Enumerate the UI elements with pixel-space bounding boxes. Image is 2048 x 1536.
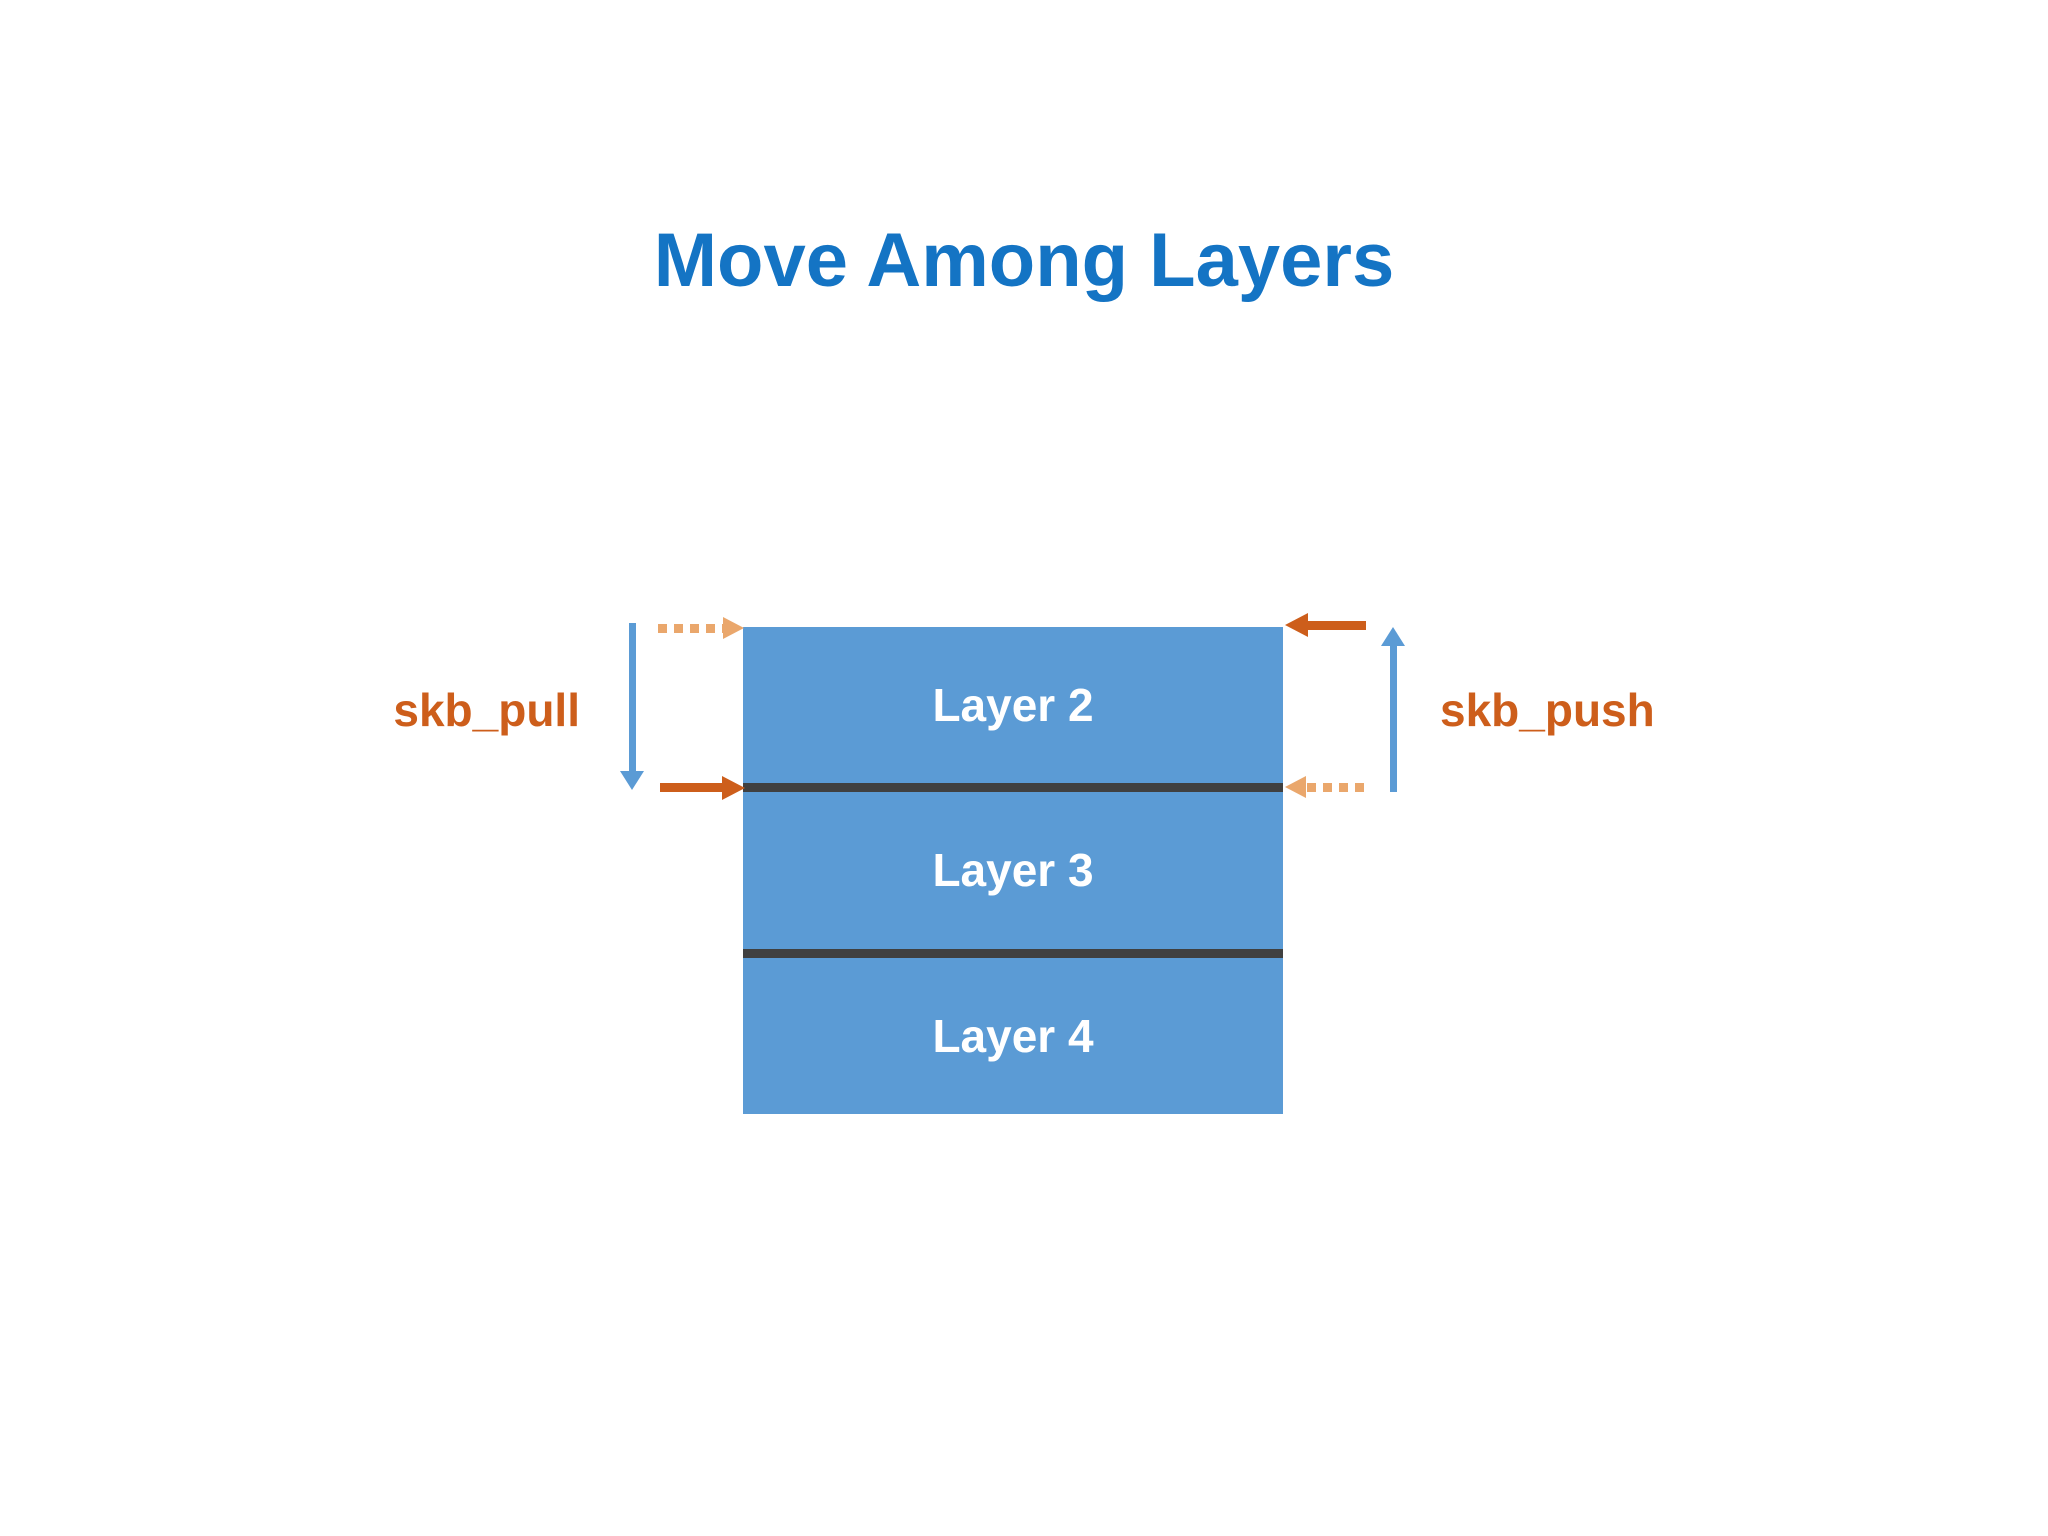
- push-up-arrow-head-icon: [1381, 627, 1405, 646]
- layer-box-2: Layer 2: [743, 627, 1283, 784]
- pull-bottom-solid-arrow-shaft-icon: [660, 783, 723, 792]
- pull-top-dotted-arrow-head-icon: [723, 617, 744, 639]
- push-top-solid-arrow-head-icon: [1285, 613, 1308, 637]
- skb-pull-label: skb_pull: [393, 684, 580, 736]
- pull-down-arrow-head-icon: [620, 771, 644, 790]
- pull-top-dotted-arrow-shaft-icon: [658, 624, 724, 633]
- pull-bottom-solid-arrow-head-icon: [722, 776, 745, 800]
- layer-2-label: Layer 2: [932, 679, 1094, 732]
- layer-box-3: Layer 3: [743, 783, 1283, 949]
- skb-push-label: skb_push: [1440, 684, 1655, 736]
- push-bottom-dotted-arrow-head-icon: [1285, 776, 1306, 798]
- layer-box-4: Layer 4: [743, 948, 1283, 1114]
- push-top-solid-arrow-shaft-icon: [1306, 621, 1366, 630]
- pull-down-arrow-shaft-icon: [629, 623, 636, 773]
- push-up-arrow-shaft-icon: [1390, 645, 1397, 792]
- page-title: Move Among Layers: [653, 218, 1395, 303]
- layer-3-label: Layer 3: [932, 844, 1094, 897]
- layer-stack: Layer 2 Layer 3 Layer 4: [743, 627, 1283, 1114]
- layer-4-label: Layer 4: [932, 1009, 1094, 1062]
- push-bottom-dotted-arrow-shaft-icon: [1307, 783, 1368, 792]
